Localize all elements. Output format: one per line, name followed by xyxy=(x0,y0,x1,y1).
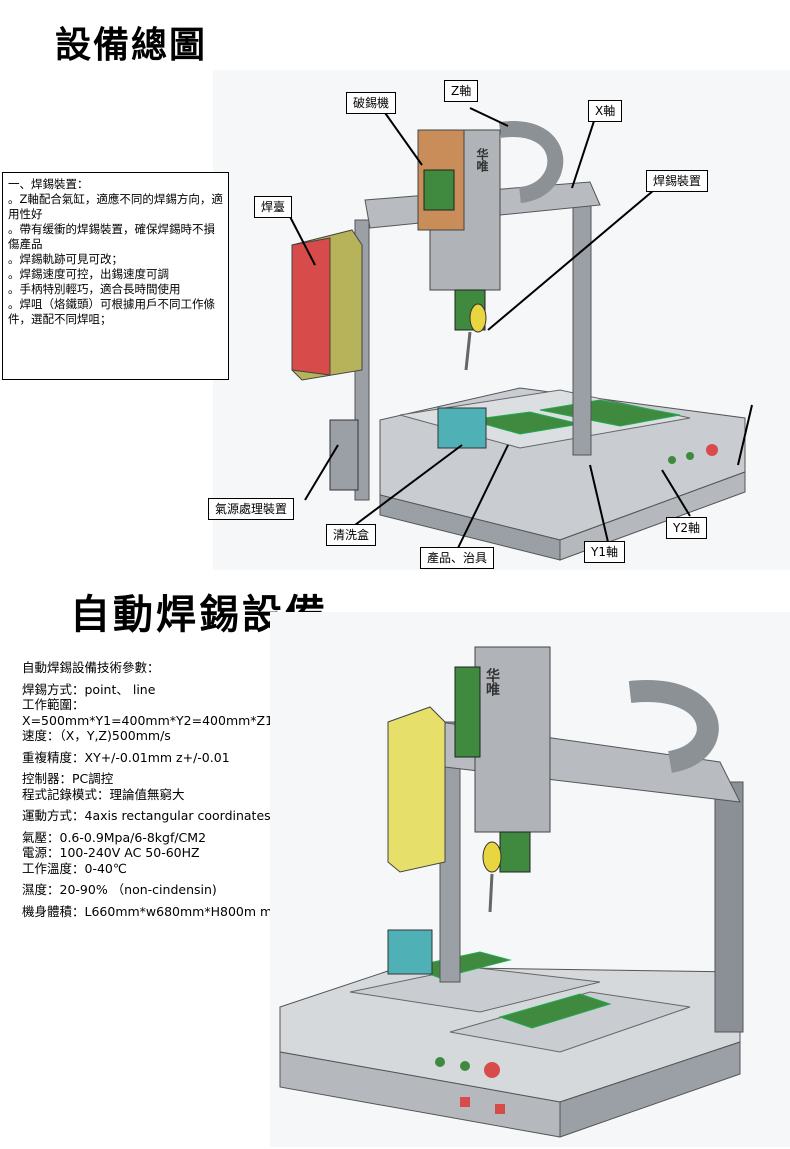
desc-line: 。焊咀（烙鐵頭）可根據用戶不同工作條件，選配不同焊咀； xyxy=(8,297,215,326)
label-break-tin: 破錫機 xyxy=(346,92,397,114)
top-machine-illustration xyxy=(213,70,790,570)
spec-line: 焊錫方式：point、 line xyxy=(22,681,156,697)
solder-unit-description: 一、焊錫裝置： 。Z軸配合氣缸，適應不同的焊錫方向，適用性好 。帶有缓衝的焊錫裝… xyxy=(2,172,229,380)
spec-line: 控制器：PC調控 xyxy=(22,771,114,786)
label-z-axis: Z軸 xyxy=(444,80,479,102)
spec-line: 自動焊錫設備技術參數： xyxy=(22,660,160,675)
desc-line: 。焊錫軌跡可見可改； xyxy=(8,252,123,266)
label-cleaning-box: 清洗盒 xyxy=(326,524,377,546)
spec-line: 運動方式：4axis rectangular coordinates xyxy=(22,808,271,823)
label-x-axis: X軸 xyxy=(588,100,623,122)
spec-line: 重複精度：XY+/-0.01mm z+/-0.01 xyxy=(22,749,230,765)
spec-line: 工作溫度：0-40℃ xyxy=(22,860,127,876)
spec-line: 程式記錄模式：理論值無窮大 xyxy=(22,786,185,802)
desc-line: 。焊錫速度可控，出錫速度可調 xyxy=(8,267,169,281)
desc-line: 。帶有缓衝的焊錫裝置，確保焊錫時不損傷產品 xyxy=(8,222,215,251)
desc-line: 。Z軸配合氣缸，適應不同的焊錫方向，適用性好 xyxy=(8,192,223,221)
spec-line: 濕度：20-90% （non-cindensin) xyxy=(22,882,217,897)
spec-list: 自動焊錫設備技術參數： 焊錫方式：point、 line 工作範圍： X=500… xyxy=(22,660,314,919)
label-solder-unit: 焊錫裝置 xyxy=(646,170,709,192)
spec-line: 工作範圍： xyxy=(22,697,85,712)
top-title: 設備總圖 xyxy=(55,25,208,66)
label-product-fixture: 產品、治具 xyxy=(420,547,495,569)
label-y1-axis: Y1軸 xyxy=(584,541,625,563)
spec-line: 機身體積：L660mm*w680mm*H800m m xyxy=(22,903,273,919)
bottom-brand-mark: 华唯 xyxy=(484,668,500,696)
desc-line: 一、焊錫裝置： xyxy=(8,177,89,191)
spec-line: 氣壓：0.6-0.9Mpa/6-8kgf/CM2 xyxy=(22,829,207,845)
label-heater: 焊臺 xyxy=(254,196,293,218)
spec-line: X=500mm*Y1=400mm*Y2=400mm*Z100mm xyxy=(22,712,314,728)
spec-line: 速度：（X，Y,Z)500mm/s xyxy=(22,728,171,743)
top-brand-mark: 华唯 xyxy=(475,148,489,172)
spec-line: 電源：100-240V AC 50-60HZ xyxy=(22,845,200,860)
label-air-unit: 氣源處理裝置 xyxy=(208,498,295,520)
desc-line: 。手柄特別輕巧，適合長時間使用 xyxy=(8,282,181,296)
label-y2-axis: Y2軸 xyxy=(666,517,707,539)
bottom-machine-illustration xyxy=(270,612,790,1147)
